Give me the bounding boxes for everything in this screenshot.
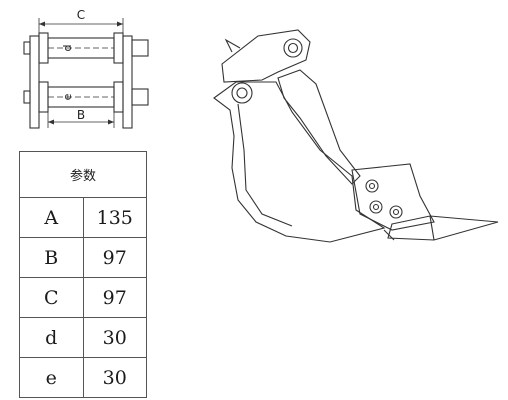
- pin-d-label: d: [61, 45, 74, 52]
- dimension-c-label: C: [77, 8, 85, 22]
- pin-top-view: [23, 18, 149, 129]
- param-value: 30: [82, 317, 147, 358]
- pin-e-label: e: [61, 93, 74, 100]
- param-value: 135: [82, 197, 147, 238]
- table-row: A 135: [19, 197, 147, 238]
- table-header-row: 参数: [19, 151, 147, 198]
- bucket-side-view: [213, 29, 499, 243]
- param-value: 30: [82, 357, 147, 398]
- param-value: 97: [82, 277, 147, 318]
- table-row: B 97: [19, 237, 147, 278]
- table-row: e 30: [19, 357, 147, 398]
- param-value: 97: [82, 237, 147, 278]
- dimension-b-label: B: [77, 108, 85, 122]
- dimension-arrows: [39, 21, 123, 125]
- param-key: d: [19, 317, 84, 358]
- table-row: C 97: [19, 277, 147, 318]
- param-key: B: [19, 237, 84, 278]
- param-key: e: [19, 357, 84, 398]
- table-row: d 30: [19, 317, 147, 358]
- param-key: A: [19, 197, 84, 238]
- parameter-table: 参数 A 135 B 97 C 97 d 30 e 30: [19, 151, 147, 398]
- param-key: C: [19, 277, 84, 318]
- table-header: 参数: [19, 151, 147, 198]
